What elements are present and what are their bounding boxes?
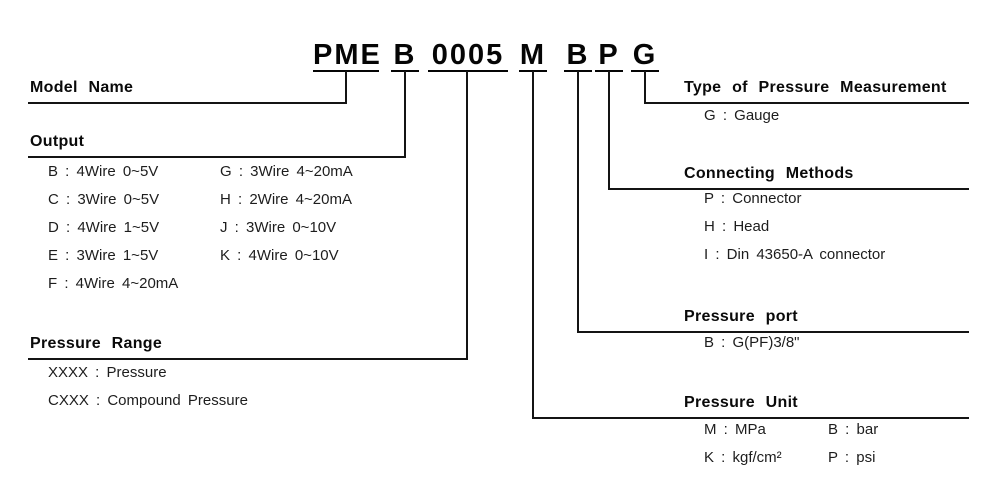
code-segment-output: B xyxy=(391,41,419,72)
output-option-g: G : 3Wire 4~20mA xyxy=(220,163,353,180)
output-options-column-2: G : 3Wire 4~20mA H : 2Wire 4~20mA J : 3W… xyxy=(220,158,353,270)
connector-vline-model-name xyxy=(345,71,347,102)
output-options-column-1: B : 4Wire 0~5V C : 3Wire 0~5V D : 4Wire … xyxy=(48,158,178,298)
section-heading-pressure-range: Pressure Range xyxy=(30,335,163,352)
pressure-unit-option-b: B : bar xyxy=(828,421,879,438)
connector-vline-measurement-type xyxy=(644,71,646,102)
connecting-method-option-p: P : Connector xyxy=(704,190,802,207)
pressure-range-option-xxxx: XXXX : Pressure xyxy=(48,364,167,381)
pressure-range-options: XXXX : Pressure CXXX : Compound Pressure xyxy=(48,359,248,415)
pressure-unit-options-column-1: M : MPa K : kgf/cm² xyxy=(704,416,782,472)
connector-vline-pressure-port xyxy=(577,71,579,331)
output-option-c: C : 3Wire 0~5V xyxy=(48,191,160,208)
underline-pressure-unit xyxy=(532,417,969,419)
connecting-method-option-h: H : Head xyxy=(704,218,770,235)
section-heading-pressure-port: Pressure port xyxy=(684,308,798,325)
underline-measurement-type xyxy=(644,102,969,104)
output-option-e: E : 3Wire 1~5V xyxy=(48,247,159,264)
connector-vline-output xyxy=(404,71,406,156)
pressure-unit-option-p: P : psi xyxy=(828,449,876,466)
code-segment-connecting-method: P xyxy=(595,41,623,72)
connecting-method-option-i: I : Din 43650-A connector xyxy=(704,246,886,263)
output-option-j: J : 3Wire 0~10V xyxy=(220,219,337,236)
connector-vline-pressure-unit xyxy=(532,71,534,417)
section-heading-output: Output xyxy=(30,133,85,150)
underline-output xyxy=(28,156,406,158)
connecting-methods-options: P : Connector H : Head I : Din 43650-A c… xyxy=(704,185,885,269)
section-heading-model-name: Model Name xyxy=(30,79,134,96)
pressure-range-option-cxxx: CXXX : Compound Pressure xyxy=(48,392,248,409)
section-heading-pressure-unit: Pressure Unit xyxy=(684,394,798,411)
output-option-b: B : 4Wire 0~5V xyxy=(48,163,159,180)
output-option-k: K : 4Wire 0~10V xyxy=(220,247,339,264)
underline-pressure-port xyxy=(577,331,969,333)
pressure-unit-options-column-2: B : bar P : psi xyxy=(828,416,878,472)
pressure-port-option-b: B : G(PF)3/8" xyxy=(704,334,800,351)
output-option-f: F : 4Wire 4~20mA xyxy=(48,275,179,292)
measurement-type-options: G : Gauge xyxy=(704,102,779,130)
pressure-port-options: B : G(PF)3/8" xyxy=(704,329,800,357)
measurement-type-option-g: G : Gauge xyxy=(704,107,780,124)
connector-vline-connecting-methods xyxy=(608,71,610,188)
pressure-unit-option-k: K : kgf/cm² xyxy=(704,449,782,466)
code-segment-measurement-type: G xyxy=(631,39,659,72)
pressure-unit-option-m: M : MPa xyxy=(704,421,766,438)
section-heading-measurement-type: Type of Pressure Measurement xyxy=(684,79,947,96)
section-heading-connecting-methods: Connecting Methods xyxy=(684,165,854,182)
underline-connecting-methods xyxy=(608,188,969,190)
code-segment-pressure-port: B xyxy=(564,41,592,72)
code-segment-pressure-unit: M xyxy=(519,39,547,72)
connector-vline-pressure-range xyxy=(466,71,468,358)
underline-pressure-range xyxy=(28,358,468,360)
output-option-d: D : 4Wire 1~5V xyxy=(48,219,160,236)
underline-model-name xyxy=(28,102,347,104)
output-option-h: H : 2Wire 4~20mA xyxy=(220,191,352,208)
code-segment-series: PME xyxy=(313,39,382,72)
code-segment-pressure-range: 0005 xyxy=(428,41,508,72)
